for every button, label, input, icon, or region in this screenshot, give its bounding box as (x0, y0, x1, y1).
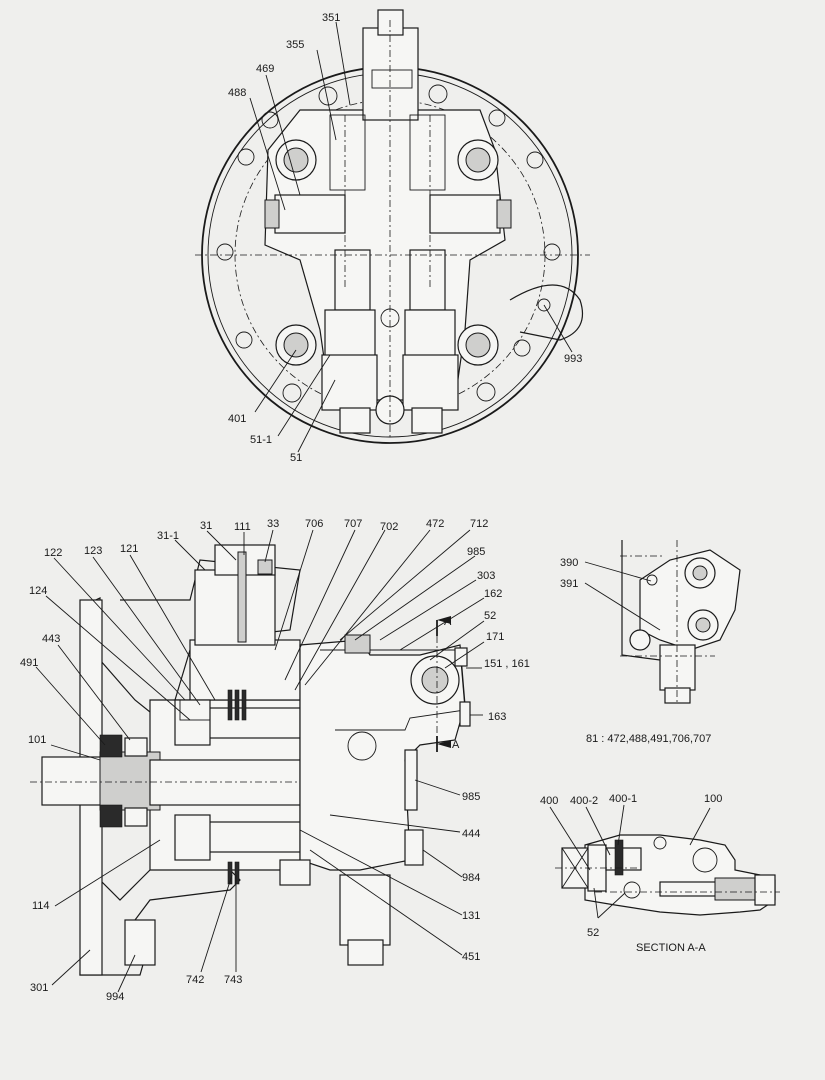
section-aa-title: SECTION A-A (636, 942, 706, 954)
label-712: 712 (470, 518, 488, 530)
cut-marker-a-top: A (444, 616, 452, 628)
label-994: 994 (106, 991, 124, 1003)
label-151-161: 151 , 161 (484, 658, 530, 670)
label-114: 114 (32, 900, 50, 912)
label-52-section-aa: 52 (587, 927, 599, 939)
label-31-1: 31-1 (157, 530, 179, 542)
cut-marker-a-bottom: A (452, 739, 460, 751)
label-171: 171 (486, 631, 504, 643)
label-488: 488 (228, 87, 246, 99)
label-702: 702 (380, 521, 398, 533)
label-33: 33 (267, 518, 279, 530)
label-124: 124 (29, 585, 47, 597)
label-985-top: 985 (467, 546, 485, 558)
label-111: 111 (234, 521, 251, 533)
detail-view-drawing (584, 540, 741, 705)
label-303: 303 (477, 570, 495, 582)
label-391: 391 (560, 578, 578, 590)
label-101: 101 (28, 734, 46, 746)
label-51-1: 51-1 (250, 434, 272, 446)
label-443: 443 (42, 633, 60, 645)
top-view-drawing (195, 9, 590, 453)
label-401: 401 (228, 413, 246, 425)
label-162: 162 (484, 588, 502, 600)
label-131: 131 (462, 910, 480, 922)
label-51: 51 (290, 452, 302, 464)
label-491: 491 (20, 657, 38, 669)
label-31: 31 (200, 520, 212, 532)
label-355: 355 (286, 39, 304, 51)
label-444: 444 (462, 828, 480, 840)
parts-note: 81 : 472,488,491,706,707 (586, 733, 711, 745)
label-121: 121 (120, 543, 138, 555)
label-993: 993 (564, 353, 582, 365)
label-122: 122 (44, 547, 62, 559)
section-view-drawing (30, 529, 485, 993)
label-390: 390 (560, 557, 578, 569)
section-aa-drawing (549, 804, 780, 919)
label-123: 123 (84, 545, 102, 557)
label-400: 400 (540, 795, 558, 807)
label-984: 984 (462, 872, 480, 884)
label-400-1: 400-1 (609, 793, 637, 805)
label-400-2: 400-2 (570, 795, 598, 807)
label-707: 707 (344, 518, 362, 530)
label-472: 472 (426, 518, 444, 530)
label-706: 706 (305, 518, 323, 530)
label-451: 451 (462, 951, 480, 963)
label-100: 100 (704, 793, 722, 805)
label-743: 743 (224, 974, 242, 986)
label-351: 351 (322, 12, 340, 24)
label-985-bottom: 985 (462, 791, 480, 803)
label-469: 469 (256, 63, 274, 75)
label-52: 52 (484, 610, 496, 622)
label-163: 163 (488, 711, 506, 723)
label-742: 742 (186, 974, 204, 986)
label-301: 301 (30, 982, 48, 994)
